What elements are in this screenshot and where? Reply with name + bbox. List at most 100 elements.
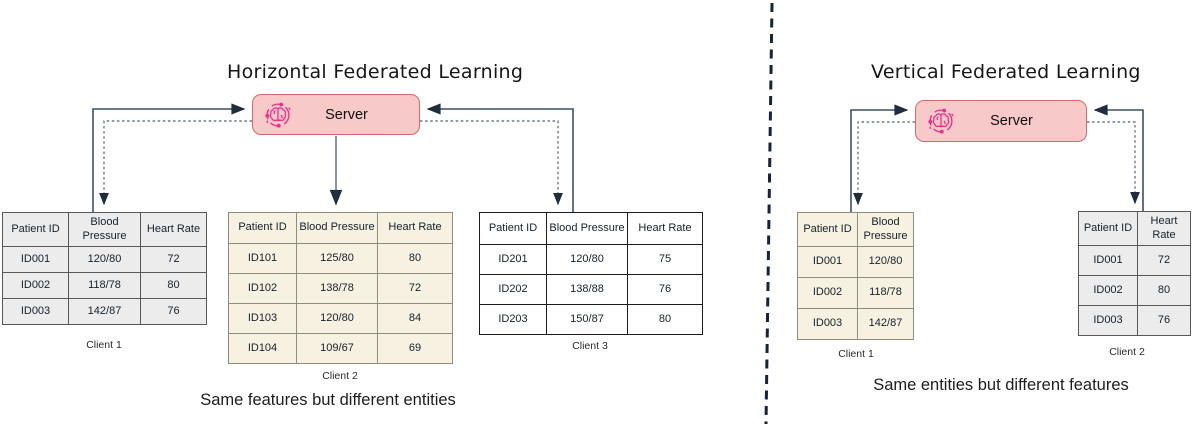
table-cell: 72: [1137, 245, 1191, 276]
table-cell: 120/80: [296, 303, 378, 334]
table-row: ID202 138/88 76: [479, 274, 703, 305]
table-cell: 76: [1137, 305, 1191, 336]
brain-network-icon: [925, 105, 957, 137]
table-cell: ID001: [797, 246, 858, 278]
table-cell: 142/87: [857, 308, 914, 340]
left-client1-label: Client 1: [86, 339, 122, 351]
table-row: ID104 109/67 69: [228, 333, 453, 364]
left-client2-label: Client 2: [322, 370, 358, 382]
arrow-right-server-to-client1-dotted: [853, 121, 915, 206]
left-server-label: Server: [325, 106, 368, 123]
table-row: ID102 138/78 72: [228, 273, 453, 304]
column-header: Blood Pressure: [296, 212, 378, 244]
left-server-box: Server: [252, 94, 420, 135]
table-row: ID001 72: [1078, 245, 1191, 276]
table-cell: 76: [627, 274, 703, 305]
table-cell: 80: [627, 304, 703, 335]
table-row: ID003 76: [1078, 305, 1191, 336]
column-header: Blood Pressure: [857, 212, 914, 247]
column-header: Blood Pressure: [68, 212, 141, 247]
right-caption: Same entities but different features: [873, 376, 1129, 394]
right-client1-label: Client 1: [838, 348, 874, 360]
left-client1-table: Patient ID Blood Pressure Heart Rate ID0…: [2, 212, 207, 325]
arrow-left-server-to-client1-dotted: [99, 120, 252, 206]
table-row: ID101 125/80 80: [228, 243, 453, 274]
table-cell: 80: [377, 243, 453, 274]
table-cell: ID003: [797, 308, 858, 340]
table-row: ID003 142/87 76: [2, 298, 207, 325]
table-cell: ID003: [1078, 305, 1138, 336]
arrow-right-client2-to-server: [1093, 104, 1144, 211]
table-row: ID001 120/80 72: [2, 246, 207, 273]
table-cell: 80: [140, 272, 207, 299]
column-header: Patient ID: [228, 212, 297, 244]
arrow-left-client1-to-server: [92, 103, 246, 212]
table-row: ID103 120/80 84: [228, 303, 453, 334]
table-cell: 118/78: [857, 277, 914, 309]
table-cell: ID104: [228, 333, 297, 364]
table-cell: 109/67: [296, 333, 378, 364]
table-cell: ID101: [228, 243, 297, 274]
table-cell: 80: [1137, 275, 1191, 306]
column-header: Heart Rate: [377, 212, 453, 244]
table-cell: ID002: [797, 277, 858, 309]
header-row: Patient ID Blood Pressure Heart Rate: [2, 212, 207, 247]
panel-separator-dashed-line: [764, 2, 774, 425]
arrow-right-server-to-client2-dotted: [1087, 121, 1140, 205]
header-row: Patient ID Heart Rate: [1078, 211, 1191, 246]
column-header: Patient ID: [479, 212, 547, 245]
table-cell: ID202: [479, 274, 547, 305]
arrow-left-server-to-client3-dotted: [420, 120, 563, 206]
column-header: Blood Pressure: [546, 212, 628, 245]
right-client2-table: Patient ID Heart Rate ID001 72 ID002 80 …: [1078, 211, 1191, 336]
column-header: Patient ID: [797, 212, 858, 247]
column-header: Patient ID: [1078, 211, 1138, 246]
arrow-right-client1-to-server: [850, 104, 909, 212]
table-cell: 72: [377, 273, 453, 304]
table-cell: ID002: [2, 272, 69, 299]
table-cell: ID103: [228, 303, 297, 334]
table-cell: 150/87: [546, 304, 628, 335]
table-cell: 138/88: [546, 274, 628, 305]
table-cell: 76: [140, 298, 207, 325]
table-cell: 118/78: [68, 272, 141, 299]
table-cell: ID002: [1078, 275, 1138, 306]
header-row: Patient ID Blood Pressure: [797, 212, 914, 247]
left-client2-table: Patient ID Blood Pressure Heart Rate ID1…: [228, 212, 453, 364]
arrow-left-client3-to-server: [426, 103, 574, 212]
table-cell: ID003: [2, 298, 69, 325]
table-row: ID001 120/80: [797, 246, 914, 278]
table-row: ID002 80: [1078, 275, 1191, 306]
table-cell: ID001: [1078, 245, 1138, 276]
column-header: Heart Rate: [627, 212, 703, 245]
column-header: Patient ID: [2, 212, 69, 247]
right-client1-table: Patient ID Blood Pressure ID001 120/80 I…: [797, 212, 914, 340]
left-client3-label: Client 3: [572, 340, 608, 352]
table-row: ID003 142/87: [797, 308, 914, 340]
table-row: ID203 150/87 80: [479, 304, 703, 335]
right-client2-label: Client 2: [1109, 346, 1145, 358]
table-row: ID002 118/78 80: [2, 272, 207, 299]
table-cell: 84: [377, 303, 453, 334]
table-row: ID002 118/78: [797, 277, 914, 309]
table-cell: ID203: [479, 304, 547, 335]
header-row: Patient ID Blood Pressure Heart Rate: [479, 212, 703, 245]
table-cell: 120/80: [68, 246, 141, 273]
table-cell: 125/80: [296, 243, 378, 274]
table-cell: 72: [140, 246, 207, 273]
table-cell: 120/80: [546, 244, 628, 275]
table-cell: 142/87: [68, 298, 141, 325]
table-cell: 120/80: [857, 246, 914, 278]
column-header: Heart Rate: [1137, 211, 1191, 246]
table-row: ID201 120/80 75: [479, 244, 703, 275]
column-header: Heart Rate: [140, 212, 207, 247]
table-cell: ID102: [228, 273, 297, 304]
right-server-box: Server: [915, 100, 1087, 142]
left-panel-title: Horizontal Federated Learning: [227, 61, 524, 83]
table-cell: 138/78: [296, 273, 378, 304]
table-cell: 69: [377, 333, 453, 364]
table-cell: 75: [627, 244, 703, 275]
right-server-label: Server: [990, 113, 1033, 129]
table-cell: ID001: [2, 246, 69, 273]
